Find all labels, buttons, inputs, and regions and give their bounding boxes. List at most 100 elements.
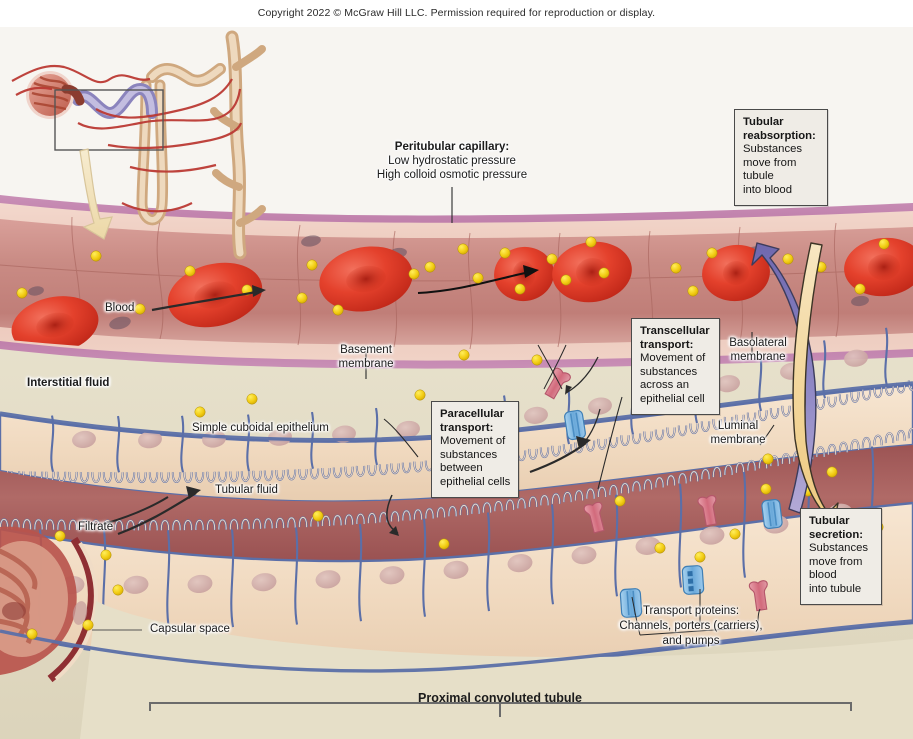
callout-body-line: epithelial cells bbox=[440, 475, 511, 488]
callout-body-line: into blood bbox=[743, 183, 792, 196]
transport-proteins-label-line2: Channels, porters (carriers), bbox=[619, 620, 763, 632]
red-blood-cell bbox=[11, 296, 99, 354]
callout-body: Movement of substances across an epithel… bbox=[640, 352, 712, 406]
callout-body-line: move from bbox=[743, 156, 797, 169]
solute-particle-icon bbox=[414, 389, 426, 401]
solute-particle-icon bbox=[458, 349, 470, 361]
luminal-membrane-label-line1: Luminal bbox=[717, 420, 759, 432]
solute-particle-icon bbox=[424, 261, 436, 273]
capsular-space-label: Capsular space bbox=[150, 623, 230, 635]
tubular-fluid-label: Tubular fluid bbox=[215, 484, 278, 496]
red-blood-cell bbox=[844, 237, 913, 297]
solute-particle-icon bbox=[306, 259, 318, 271]
solute-particle-icon bbox=[854, 283, 866, 295]
callout-body-line: move from bbox=[809, 555, 863, 568]
solute-particle-icon bbox=[514, 283, 526, 295]
solute-particle-icon bbox=[246, 393, 258, 405]
pump-protein-icon bbox=[748, 580, 768, 612]
solute-particle-icon bbox=[670, 262, 682, 274]
red-blood-cell bbox=[552, 241, 632, 303]
solute-particle-icon bbox=[762, 453, 774, 465]
callout-tubular-reabsorption: Tubular reabsorption: Substances move fr… bbox=[734, 109, 828, 206]
solute-particle-icon bbox=[472, 272, 484, 284]
solute-particle-icon bbox=[82, 619, 94, 631]
peritubular-capillary-title: Peritubular capillary: bbox=[394, 141, 510, 153]
peritubular-capillary-line1: Low hydrostatic pressure bbox=[388, 155, 516, 167]
glomerular-capillaries bbox=[0, 541, 68, 657]
basement-membrane-label-line2: membrane bbox=[338, 358, 394, 370]
capsular-space-region bbox=[80, 601, 913, 739]
solute-particle-icon bbox=[100, 549, 112, 561]
callout-body: Substances move from blood into tubule bbox=[809, 542, 874, 596]
callout-body-line: Substances bbox=[743, 143, 803, 156]
callout-body: Substances move from tubule into blood bbox=[743, 143, 820, 197]
copyright-notice: Copyright 2022 © McGraw Hill LLC. Permis… bbox=[0, 0, 913, 27]
red-blood-cell bbox=[319, 246, 413, 312]
blood-label: Blood bbox=[105, 302, 135, 314]
callout-heading-line1: Paracellular bbox=[440, 408, 505, 420]
proximal-convoluted-tubule-bracket bbox=[149, 702, 852, 717]
callout-heading-line2: transport: bbox=[640, 338, 694, 351]
nephron-overview-inset bbox=[11, 30, 266, 260]
callout-body-line: Movement of bbox=[440, 435, 506, 448]
solute-particle-icon bbox=[782, 253, 794, 265]
solute-particle-icon bbox=[760, 483, 772, 495]
callout-tubular-secretion: Tubular secretion: Substances move from … bbox=[800, 508, 882, 605]
basement-membrane-label-line1: Basement bbox=[340, 344, 392, 356]
basolateral-membrane-label-line2: membrane bbox=[730, 351, 786, 363]
callout-heading-line1: Transcellular bbox=[640, 325, 710, 337]
callout-paracellular-transport: Paracellular transport: Movement of subs… bbox=[431, 401, 519, 498]
callout-heading-line2: secretion: bbox=[809, 528, 863, 541]
solute-particle-icon bbox=[54, 530, 66, 542]
zoom-pointer-arrow bbox=[79, 148, 113, 240]
filtrate-label: Filtrate bbox=[78, 521, 114, 533]
solute-particle-icon bbox=[560, 274, 572, 286]
solute-particle-icon bbox=[296, 292, 308, 304]
solute-particle-icon bbox=[585, 236, 597, 248]
channel-protein-icon bbox=[564, 409, 586, 441]
callout-heading-line1: Tubular bbox=[809, 515, 850, 527]
proximal-convoluted-tubule-label: Proximal convoluted tubule bbox=[418, 691, 582, 705]
solute-particle-icon bbox=[112, 584, 124, 596]
callout-body-line: tubule bbox=[743, 170, 774, 183]
pump-protein-icon bbox=[697, 495, 717, 527]
callout-transcellular-transport: Transcellular transport: Movement of sub… bbox=[631, 318, 720, 415]
callout-heading-line1: Tubular bbox=[743, 116, 784, 128]
basement-membrane-line-lower bbox=[0, 619, 913, 673]
solute-particle-icon bbox=[90, 250, 102, 262]
microvilli-lower bbox=[0, 427, 913, 531]
callout-body-line: substances bbox=[640, 365, 698, 378]
callout-body-line: between bbox=[440, 462, 483, 475]
solute-particle-icon bbox=[687, 285, 699, 297]
luminal-membrane-label-line2: membrane bbox=[710, 434, 766, 446]
callout-body-line: substances bbox=[440, 448, 498, 461]
zoom-highlight-box bbox=[54, 89, 164, 151]
solute-particle-icon bbox=[826, 466, 838, 478]
solute-particle-icon bbox=[706, 247, 718, 259]
callout-body-line: epithelial cell bbox=[640, 392, 705, 405]
channel-protein-icon bbox=[761, 498, 783, 530]
leader-lines bbox=[92, 187, 775, 636]
blood-flow-arrow bbox=[417, 265, 539, 295]
solute-particle-icon bbox=[729, 528, 741, 540]
transport-proteins-label-line1: Transport proteins: bbox=[642, 605, 740, 617]
solute-particle-icon bbox=[312, 510, 324, 522]
solute-particle-icon bbox=[614, 495, 626, 507]
solute-particle-icon bbox=[598, 267, 610, 279]
callout-heading-line2: reabsorption: bbox=[743, 129, 816, 142]
solute-particle-icon bbox=[16, 287, 28, 299]
solute-particle-icon bbox=[408, 268, 420, 280]
solute-particle-icon bbox=[531, 354, 543, 366]
solute-particle-icon bbox=[546, 253, 558, 265]
channel-protein-icon bbox=[681, 565, 705, 595]
callout-body-line: Substances bbox=[809, 542, 869, 555]
solute-particle-icon bbox=[438, 538, 450, 550]
callout-body-line: across an bbox=[640, 379, 689, 392]
solute-particle-icon bbox=[134, 303, 146, 315]
solute-particle-icon bbox=[184, 265, 196, 277]
solute-particle-icon bbox=[694, 551, 706, 563]
transport-protein-group bbox=[544, 367, 783, 618]
solute-particle-icon bbox=[499, 247, 511, 259]
interstitial-fluid-label: Interstitial fluid bbox=[27, 377, 110, 389]
